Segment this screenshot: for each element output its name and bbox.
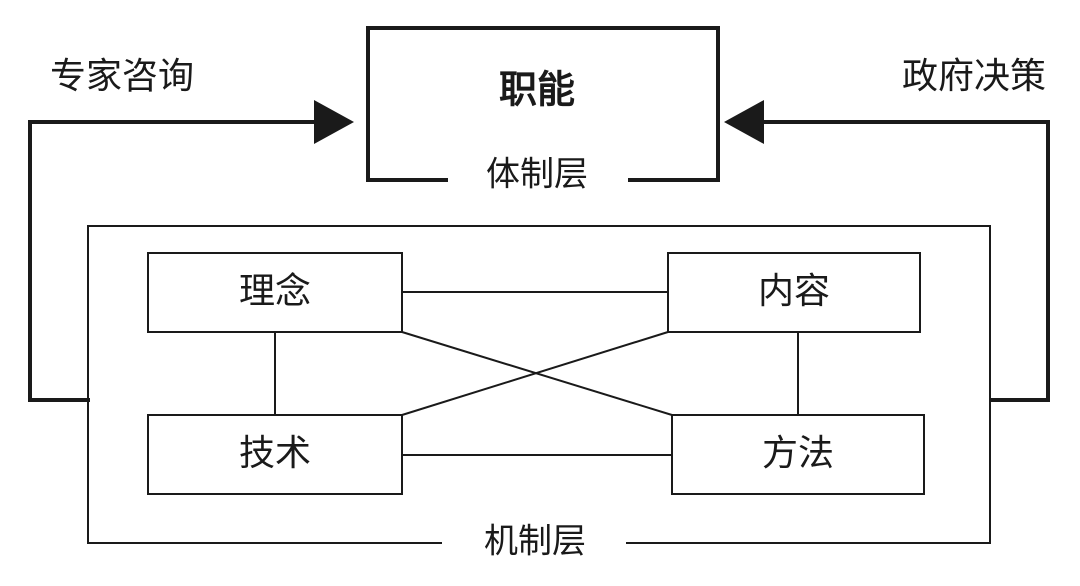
left-feedback-line	[28, 120, 318, 402]
institution-layer-label: 体制层	[486, 155, 588, 195]
mechanism-layer-border	[87, 225, 991, 544]
function-box-border	[366, 26, 720, 182]
left-arrowhead-icon	[314, 100, 354, 144]
government-decision-label: 政府决策	[902, 56, 1046, 97]
node-method-label: 方法	[762, 433, 834, 474]
node-technology: 技术	[147, 414, 403, 495]
node-connections	[274, 291, 799, 456]
mechanism-layer-box: 机制层	[87, 225, 991, 562]
node-content: 内容	[667, 252, 921, 333]
expert-consultation-label: 专家咨询	[50, 56, 194, 97]
link-content-technology	[401, 331, 669, 416]
function-box: 职能 体制层	[366, 26, 720, 195]
node-technology-label: 技术	[239, 433, 311, 474]
node-method: 方法	[671, 414, 925, 495]
node-philosophy-label: 理念	[239, 271, 311, 312]
government-decision-arrow: 政府决策	[724, 56, 1050, 402]
right-arrowhead-icon	[724, 100, 764, 144]
function-title: 职能	[499, 68, 575, 112]
mechanism-layer-label: 机制层	[484, 522, 586, 562]
right-feedback-line	[762, 120, 1050, 402]
node-philosophy: 理念	[147, 252, 403, 333]
node-content-label: 内容	[758, 271, 830, 312]
expert-consultation-arrow: 专家咨询	[28, 56, 354, 402]
